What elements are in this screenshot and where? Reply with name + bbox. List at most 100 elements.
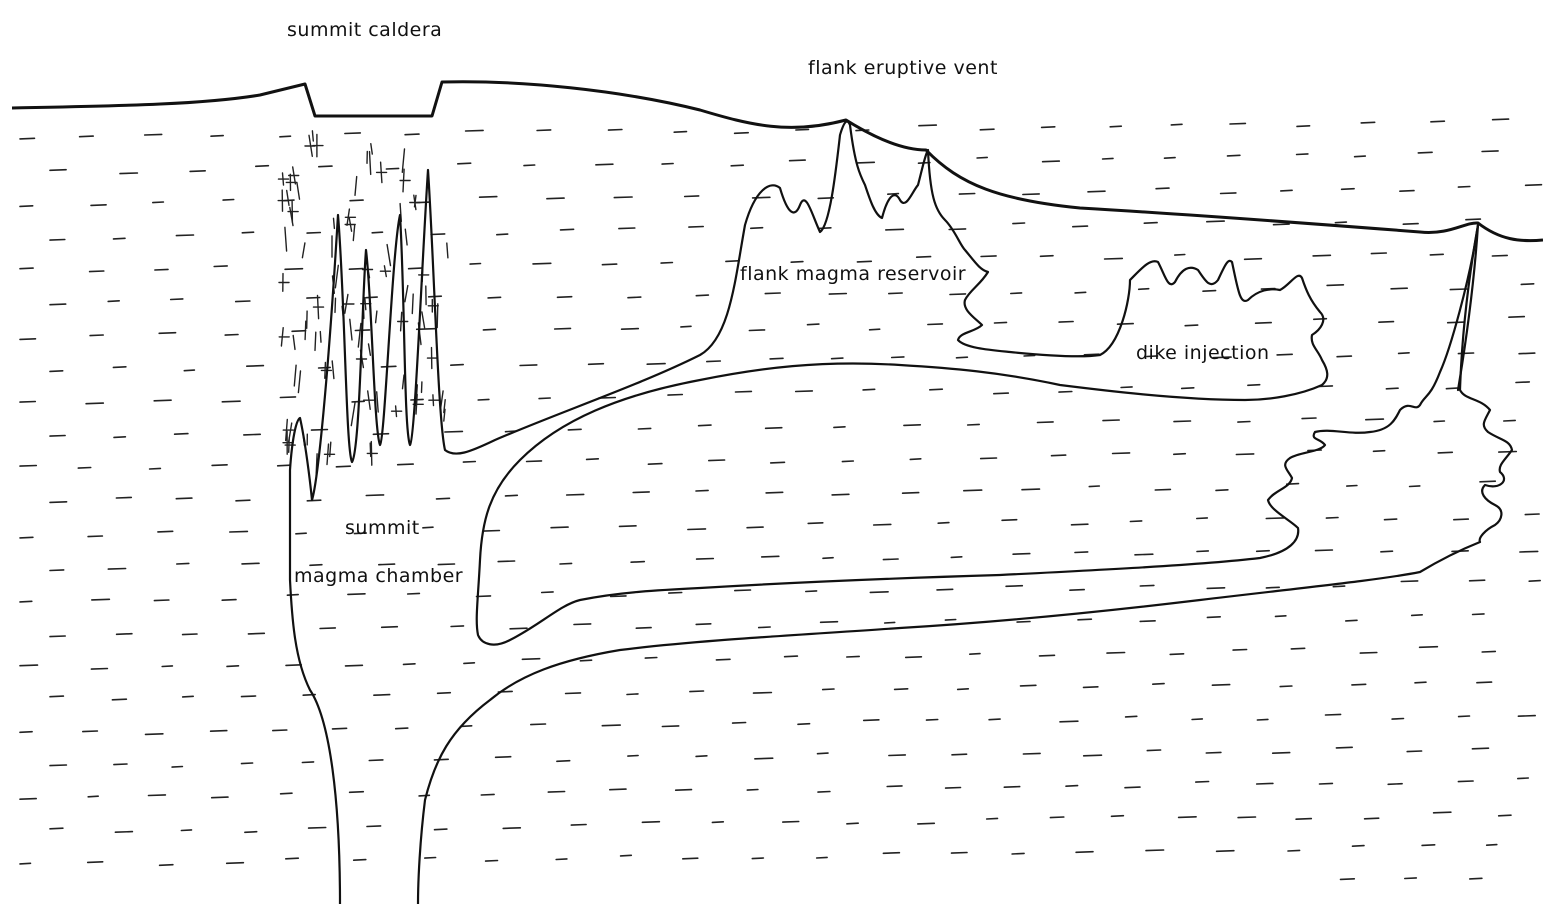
strata-dash — [286, 858, 299, 859]
strata-dash — [903, 493, 919, 494]
strata-dash — [1487, 845, 1497, 846]
strata-dash — [1073, 226, 1088, 227]
strata-dash — [458, 163, 471, 164]
strata-dash — [1185, 325, 1198, 326]
strata-dash — [50, 436, 65, 437]
strata-dash — [1135, 554, 1153, 555]
strata-dash — [1385, 519, 1397, 520]
strata-dash — [20, 138, 35, 139]
strata-dash — [1042, 127, 1055, 128]
strata-dash — [874, 524, 891, 525]
strata-dash — [557, 761, 570, 762]
strata-dash — [522, 659, 539, 660]
strata-dash — [172, 767, 182, 768]
strata-dash — [1386, 388, 1398, 389]
strata-dash — [1520, 551, 1538, 552]
strata-dash — [184, 370, 194, 371]
strata-dash — [733, 723, 746, 724]
strata-dash — [1314, 319, 1327, 320]
strata-dash — [870, 329, 880, 330]
fracture-tick — [351, 402, 355, 425]
strata-dash — [434, 759, 448, 760]
strata-dash — [116, 497, 131, 498]
fracture-tick — [403, 375, 405, 389]
fracture-tick — [335, 298, 336, 312]
strata-dash — [1021, 685, 1036, 686]
strata-dash — [790, 160, 806, 161]
fracture-tick — [370, 152, 371, 175]
strata-dash — [1492, 255, 1507, 256]
strata-dash — [1341, 879, 1355, 880]
strata-dash — [994, 393, 1009, 394]
strata-dash — [20, 268, 33, 269]
strata-dash — [1480, 481, 1495, 482]
strata-dash — [350, 200, 363, 201]
strata-dash — [1493, 119, 1509, 120]
strata-dash — [1170, 654, 1183, 655]
strata-dash — [1360, 653, 1377, 654]
strata-dash — [437, 498, 450, 499]
strata-dash — [950, 294, 966, 295]
strata-dash — [1078, 619, 1091, 620]
strata-dash — [1112, 816, 1124, 817]
strata-dash — [1216, 490, 1228, 491]
strata-dash — [930, 389, 943, 390]
strata-dash — [707, 361, 721, 362]
strata-dash — [735, 133, 749, 134]
strata-dash — [372, 232, 382, 233]
strata-dash — [154, 400, 171, 401]
strata-dash — [690, 691, 704, 692]
strata-dash — [817, 857, 827, 858]
strata-dash — [829, 294, 846, 295]
strata-dash — [847, 823, 858, 824]
strata-dash — [150, 468, 161, 469]
strata-dash — [242, 563, 259, 564]
strata-dash — [20, 799, 36, 800]
strata-dash — [735, 590, 751, 591]
strata-dash — [320, 628, 335, 629]
strata-dash — [50, 502, 67, 503]
strata-dash — [1212, 685, 1229, 686]
strata-dash — [614, 197, 632, 198]
strata-dash — [349, 269, 363, 270]
strata-dash — [345, 133, 360, 134]
strata-dash — [113, 367, 126, 368]
strata-dash — [438, 693, 451, 694]
strata-dash — [369, 760, 383, 761]
fracture-tick — [422, 312, 425, 328]
strata-dash — [731, 165, 743, 166]
fracture-tick — [335, 265, 338, 288]
strata-dash — [158, 531, 173, 532]
strata-dash — [181, 830, 191, 831]
strata-dash — [883, 853, 899, 854]
label-magma-chamber: magma chamber — [294, 565, 463, 587]
strata-dash — [91, 669, 107, 670]
strata-dash — [227, 863, 244, 864]
strata-dash — [946, 788, 961, 789]
strata-dash — [1238, 422, 1250, 423]
fracture-tick — [293, 336, 295, 350]
strata-dash — [937, 589, 953, 590]
strata-dash — [1410, 486, 1420, 487]
strata-dash — [1313, 255, 1330, 256]
strata-dash — [609, 130, 622, 131]
strata-dash — [959, 194, 974, 195]
strata-dash — [307, 233, 320, 234]
strata-dash — [823, 558, 833, 559]
strata-dash — [212, 465, 227, 466]
strata-dash — [1130, 521, 1141, 522]
strata-dash — [1059, 392, 1072, 393]
fracture-tick — [447, 243, 448, 258]
strata-dash — [381, 366, 396, 367]
strata-dash — [842, 461, 853, 462]
strata-dash — [319, 166, 332, 167]
strata-dash — [244, 434, 260, 435]
strata-dash — [1516, 382, 1529, 383]
strata-dash — [117, 634, 132, 635]
strata-dash — [631, 562, 644, 563]
strata-dash — [20, 601, 32, 602]
strata-dash — [567, 494, 584, 495]
strata-dash — [752, 858, 763, 859]
strata-dash — [1121, 387, 1132, 388]
fracture-tick — [387, 245, 390, 266]
